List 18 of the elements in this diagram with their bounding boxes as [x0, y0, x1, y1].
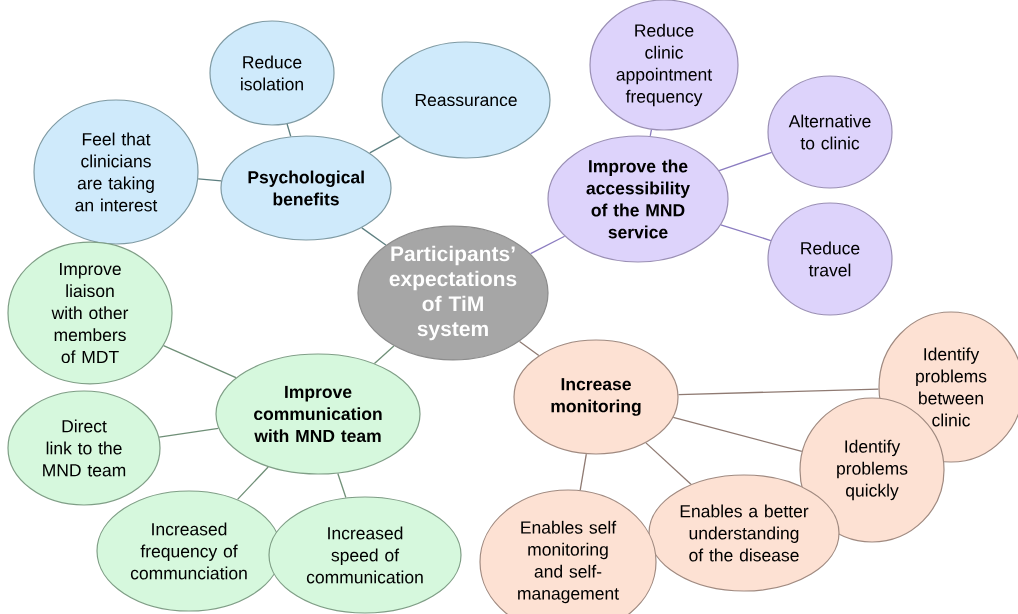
connector-line	[718, 151, 773, 172]
connector-line	[236, 466, 269, 501]
connector-line	[672, 416, 803, 453]
connector-line	[158, 427, 219, 438]
connector-line	[337, 472, 347, 499]
connector-line	[373, 345, 395, 365]
connector-line	[529, 235, 566, 255]
connector-line	[677, 388, 880, 396]
connector-line	[361, 227, 387, 246]
connector-line	[518, 340, 540, 357]
connector-line	[649, 129, 653, 137]
connector-line	[162, 344, 237, 379]
connector-line	[286, 123, 292, 137]
connector-line	[720, 224, 772, 242]
connector-line	[369, 135, 401, 154]
connector-line	[197, 178, 222, 182]
connector-line	[579, 453, 587, 491]
connector-line	[645, 442, 692, 485]
